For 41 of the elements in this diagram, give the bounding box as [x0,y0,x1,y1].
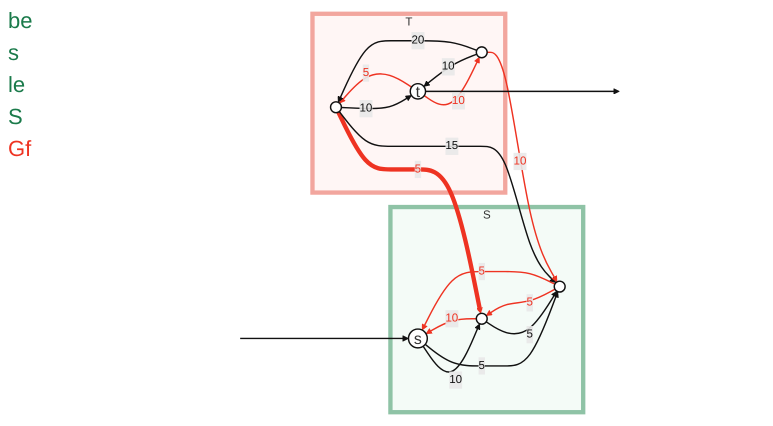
edge-label: 10 [513,154,526,168]
arrow [339,73,412,104]
edge-label: 5 [526,296,533,309]
node-circle [553,280,566,293]
edge-label: 5 [478,265,485,278]
arrow [425,318,476,334]
arrow [422,270,555,330]
edge-label: 5 [362,66,369,79]
edge-label: 5 [526,328,533,340]
arrow [341,95,412,110]
node-circle [330,101,342,114]
node-circle [475,46,488,58]
edge-label: 10 [441,60,454,73]
arrow [422,323,480,373]
arrow [336,111,482,314]
note-text: Gf [8,136,32,162]
arrow [424,56,480,106]
edge-label: 5 [478,359,485,372]
edge-label: 20 [411,34,424,47]
arrow [486,290,557,334]
note-text: s [8,40,20,66]
edge-label: 5 [414,162,421,176]
arrow [424,291,558,367]
edge-label: 15 [445,140,458,152]
arrow [486,288,555,316]
node-circle [475,312,488,325]
arrow [338,111,556,284]
note-text: le [8,72,26,98]
arrow [486,52,558,282]
edge-label: 10 [448,374,462,386]
node-circle: s [408,328,428,349]
edge-label: 10 [445,312,458,325]
arrow [425,88,620,95]
note-text: be [8,8,34,34]
edge-label: 10 [452,94,465,107]
arrow [423,54,477,87]
edge-label: 10 [359,102,372,114]
arrow [337,40,477,103]
arrow [240,335,409,342]
note-text: S [8,104,24,130]
node-circle: t [409,82,426,100]
